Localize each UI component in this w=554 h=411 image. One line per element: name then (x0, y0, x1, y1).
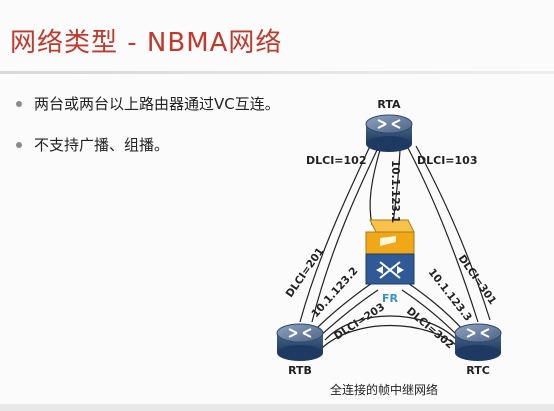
router-rtb-icon (276, 323, 324, 361)
link-rtb-switch (314, 282, 379, 337)
bullet-item: 不支持广播、组播。 (16, 134, 169, 155)
slide-title: 网络类型 - NBMA网络 (10, 28, 283, 58)
dlci-label: DLCI=302 (404, 305, 456, 351)
link-rta-rtb (299, 145, 379, 323)
link-rta-switch (369, 149, 401, 226)
ip-label: 10.1.123.1 (389, 160, 401, 223)
frame-relay-switch-icon (365, 219, 415, 285)
router-rta-icon (365, 114, 413, 152)
link-rtb-rtc (321, 315, 461, 349)
router-rtc-icon (454, 323, 502, 361)
bullet-dot-icon (16, 100, 22, 107)
dlci-label: DLCI=301 (456, 253, 499, 307)
dlci-label: DLCI=102 (306, 154, 366, 167)
bottom-strip (0, 404, 554, 411)
bullet-dot-icon (16, 141, 22, 148)
diagram-caption: 全连接的帧中继网络 (330, 382, 438, 397)
router-rtb-label: RTB (288, 364, 312, 377)
bullet-text: 两台或两台以上路由器通过VC互连。 (34, 95, 280, 113)
link-rta-rtc (407, 145, 491, 323)
fr-label: FR (382, 292, 399, 305)
router-rtc-label: RTC (466, 364, 490, 377)
link-rtc-switch (401, 282, 464, 337)
bullet-item: 两台或两台以上路由器通过VC互连。 (16, 93, 280, 114)
dlci-label: DLCI=103 (417, 154, 477, 167)
router-rta-label: RTA (377, 98, 401, 111)
bullet-text: 不支持广播、组播。 (34, 136, 170, 154)
title-divider (0, 71, 554, 74)
